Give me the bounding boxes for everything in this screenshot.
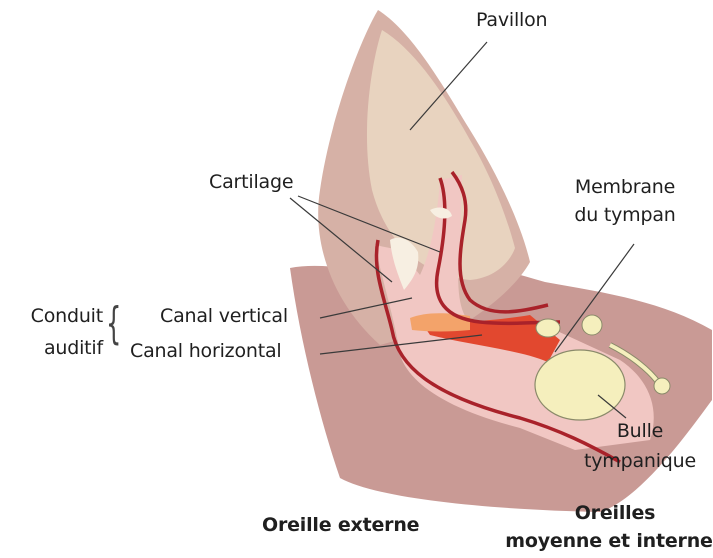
label-cartilage: Cartilage [209,171,293,193]
inner-ear-end [654,378,670,394]
label-conduit-line1: Conduit [0,305,103,327]
label-bulle-line1: Bulle [590,420,690,442]
label-membrane-line2: du tympan [565,204,685,226]
tympanic-bulla [535,350,625,420]
label-membrane-line1: Membrane [565,176,685,198]
label-oreilles-line1: Oreilles [520,502,710,524]
cochlea [582,315,602,335]
label-bulle-line2: tympanique [570,450,710,472]
ossicle [536,319,560,337]
label-oreilles-line2: moyenne et interne [505,530,713,552]
label-canal-vertical: Canal vertical [160,305,288,327]
label-canal-horizontal: Canal horizontal [130,340,281,362]
label-oreille-externe: Oreille externe [262,514,419,536]
label-conduit-line2: auditif [0,337,103,359]
conduit-brace: { [106,302,121,346]
label-pavillon: Pavillon [476,9,547,31]
